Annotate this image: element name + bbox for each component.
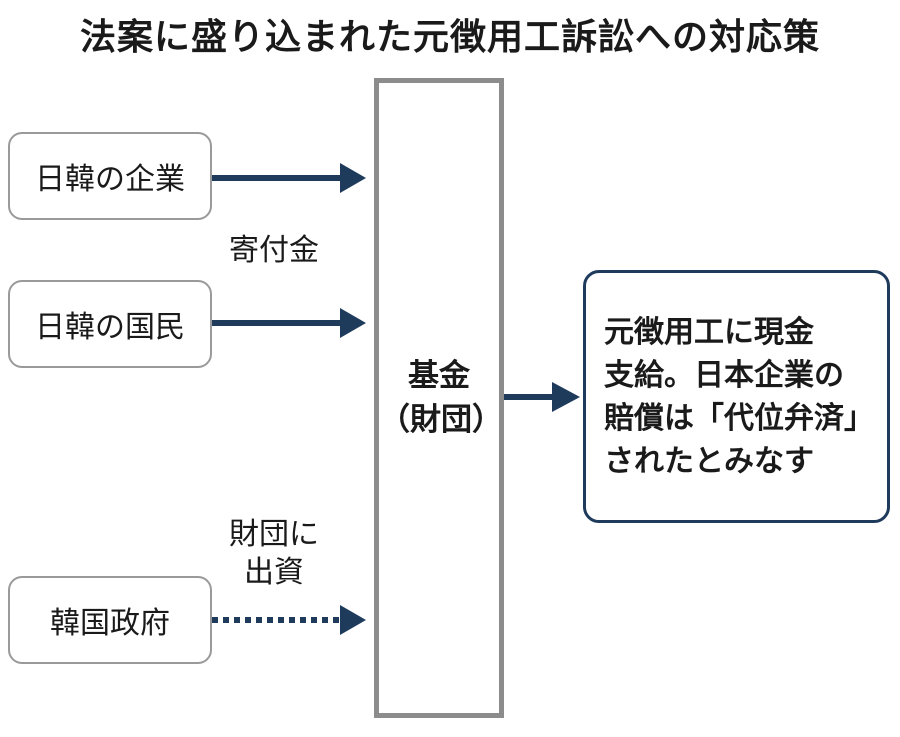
result-box: 元徴用工に現金 支給。日本企業の 賠償は「代位弁済」 されたとみなす [583, 270, 890, 523]
source-label: 日韓の国民 [35, 310, 185, 345]
investment-label: 財団に 出資 [214, 516, 334, 592]
fund-label-line2: （財団） [379, 402, 503, 438]
arrow-head [552, 382, 580, 412]
arrow-head [340, 605, 366, 635]
investment-label-line2: 出資 [244, 555, 304, 590]
result-line2: 支給。日本企業の [604, 357, 844, 393]
result-line3: 賠償は「代位弁済」 [604, 400, 874, 436]
arrow-fund-to-result [504, 382, 580, 412]
source-box-korean-government: 韓国政府 [8, 576, 212, 664]
arrow-citizens-to-fund [212, 308, 366, 338]
source-label: 韓国政府 [50, 606, 170, 641]
source-box-japan-korea-citizens: 日韓の国民 [8, 280, 212, 368]
fund-box: 基金 （財団） [374, 78, 504, 718]
diagram-title: 法案に盛り込まれた元徴用工訴訟への対応策 [79, 17, 820, 58]
source-box-japan-korea-companies: 日韓の企業 [8, 132, 212, 220]
investment-label-line1: 財団に [229, 517, 319, 552]
arrow-government-to-fund-dotted [212, 605, 366, 635]
result-line1: 元徴用工に現金 [604, 314, 814, 350]
arrow-head [340, 308, 366, 338]
donation-label: 寄付金 [229, 233, 319, 268]
arrow-companies-to-fund [212, 163, 366, 193]
result-line4: されたとみなす [604, 443, 814, 479]
arrow-head [340, 163, 366, 193]
source-label: 日韓の企業 [35, 162, 185, 197]
fund-label-line1: 基金 [408, 358, 470, 394]
